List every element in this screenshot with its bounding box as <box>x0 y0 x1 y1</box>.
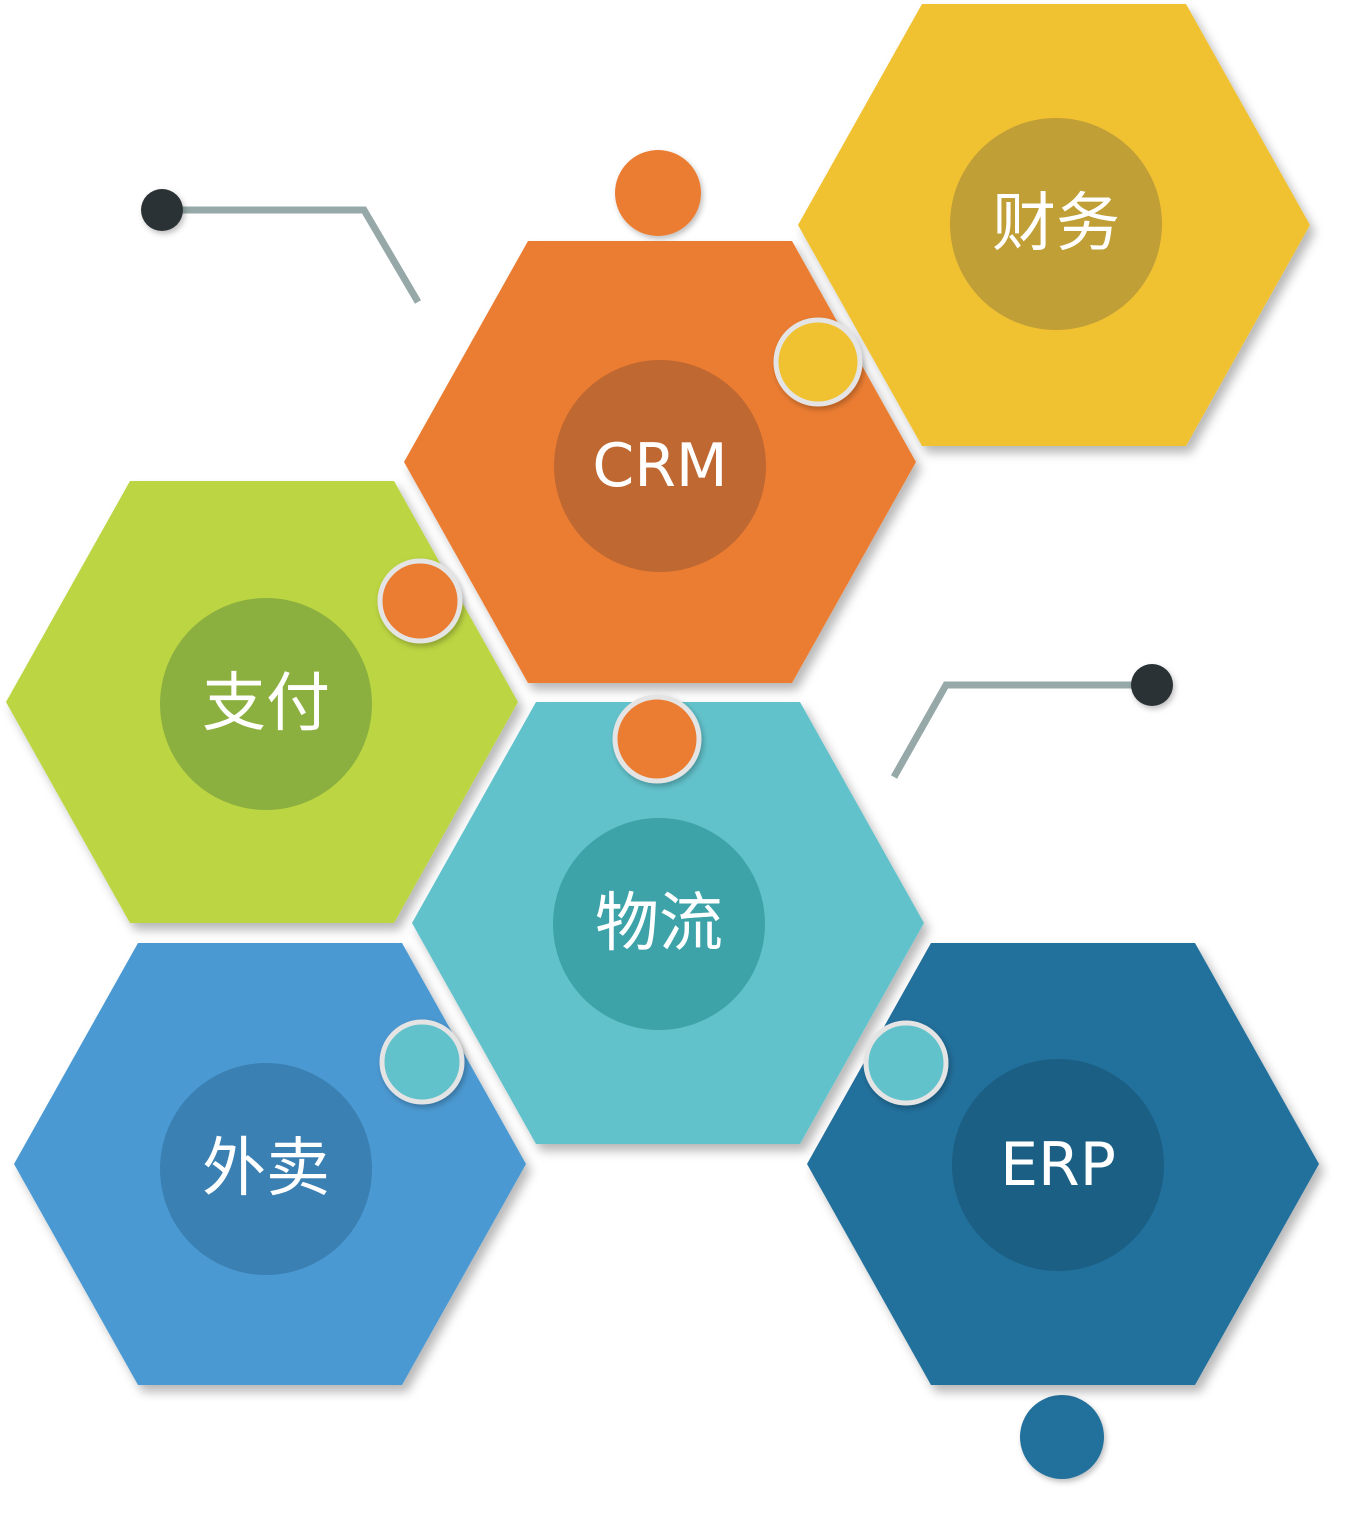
module-wuliu-label: 物流 <box>595 887 723 961</box>
module-zhifu-label: 支付 <box>202 667 330 741</box>
module-wuliu-knob-right <box>863 1020 949 1106</box>
module-erp-circle <box>952 1059 1164 1271</box>
connector-right-dot <box>1131 664 1173 706</box>
module-crm-knob-top <box>615 150 701 236</box>
connector-top-left-line <box>162 206 422 304</box>
module-caiwu-label: 财务 <box>992 187 1120 261</box>
module-zhifu: 支付 <box>6 481 518 923</box>
connector-top-left <box>141 189 422 304</box>
module-crm-knob-bottom <box>612 694 702 784</box>
module-wuliu-circle <box>553 818 765 1030</box>
module-caiwu-circle <box>950 118 1162 330</box>
module-crm-knob-left <box>377 558 463 644</box>
module-crm-circle <box>554 360 766 572</box>
module-erp-bottom-knob <box>1020 1395 1104 1479</box>
module-erp: ERP <box>807 943 1319 1479</box>
module-crm-label: CRM <box>592 431 727 501</box>
module-wuliu: 物流 <box>379 702 949 1144</box>
connector-right-line <box>890 681 1152 779</box>
module-waimai-circle <box>160 1063 372 1275</box>
module-wuliu-knob-left <box>379 1019 465 1105</box>
connector-right <box>890 664 1173 779</box>
module-zhifu-circle <box>160 598 372 810</box>
module-caiwu-knob-left <box>773 317 863 407</box>
module-waimai-label: 外卖 <box>202 1132 330 1206</box>
connector-top-left-dot <box>141 189 183 231</box>
module-caiwu: 财务 <box>798 4 1310 446</box>
module-erp-label: ERP <box>1000 1130 1116 1200</box>
module-waimai: 外卖 <box>14 943 526 1385</box>
